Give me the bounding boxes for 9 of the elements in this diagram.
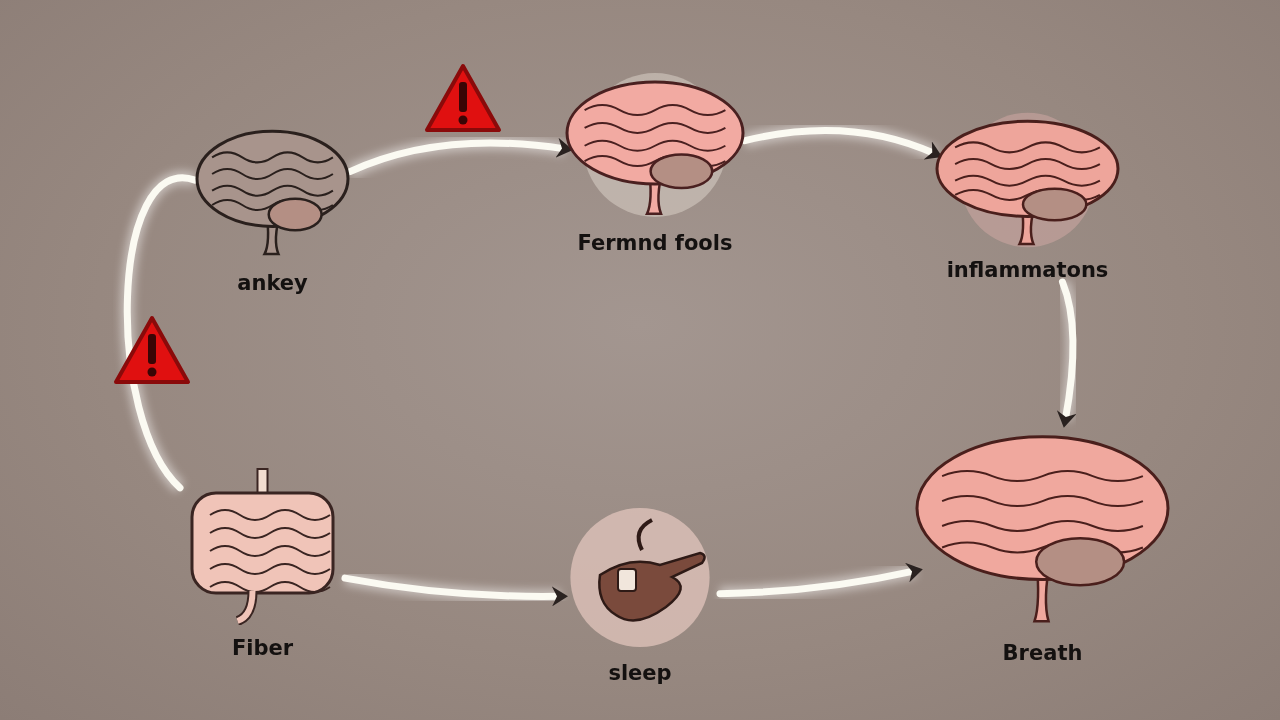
node-label: Breath — [1002, 641, 1083, 665]
glowing-arrow — [1055, 278, 1080, 428]
glowing-arrow — [716, 562, 923, 601]
node-label: sleep — [608, 661, 672, 685]
node-label: Fiber — [231, 636, 294, 660]
node-label: Fermnd fools — [577, 231, 733, 255]
node-label: ankey — [237, 271, 308, 295]
glowing-arrow — [341, 571, 568, 607]
node-label: inflammatons — [946, 258, 1109, 282]
